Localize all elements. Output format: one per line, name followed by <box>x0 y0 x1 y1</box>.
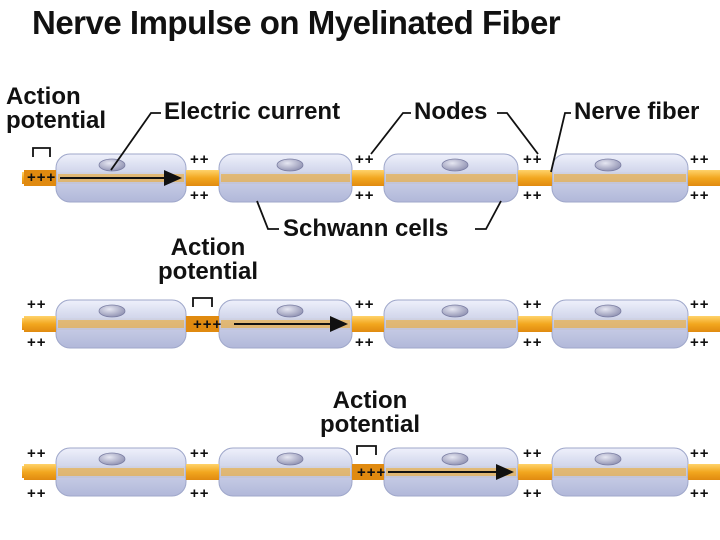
nucleus-row1-2 <box>276 158 304 172</box>
axon-through-cell-row3-4 <box>554 468 686 476</box>
label-action-potential-row2-line2: potential <box>158 258 258 285</box>
label-nodes: Nodes <box>414 98 488 125</box>
nucleus-row1-4 <box>594 158 622 172</box>
charge-end-bottom-row3: ++ <box>690 485 710 502</box>
label-action-potential-row3-line2: potential <box>320 411 420 438</box>
charge-end-top-row3: ++ <box>690 445 710 462</box>
node-row1-2 <box>186 170 219 186</box>
axon-through-cell-row1-4 <box>554 174 686 182</box>
nucleus-row3-4 <box>594 452 622 466</box>
node-active-row3-3 <box>352 464 384 480</box>
charge-node1-bottom-row1: ++ <box>190 187 210 204</box>
charge-end-top-row2: ++ <box>690 296 710 313</box>
charge-node2-bottom-row1: ++ <box>355 187 375 204</box>
charge-end-top-row1: ++ <box>690 151 710 168</box>
charge-end-bottom-row1: ++ <box>690 187 710 204</box>
charge-node1-top-row1: ++ <box>190 151 210 168</box>
diagram-title: Nerve Impulse on Myelinated Fiber <box>32 4 561 41</box>
charge-end-bottom-row2: ++ <box>690 334 710 351</box>
charge-node2-bottom-row2: ++ <box>355 334 375 351</box>
charge-node3-bottom-row2: ++ <box>523 334 543 351</box>
label-action-potential-row1-line1: Action <box>6 83 81 110</box>
charge-node1-bottom-row3: ++ <box>190 485 210 502</box>
node-row2-5 <box>688 316 720 332</box>
charge-start-top-row2: ++ <box>27 296 47 313</box>
label-schwann-cells: Schwann cells <box>283 215 449 242</box>
bracket-action-potential-row2 <box>192 297 213 307</box>
axon-through-cell-row2-1 <box>58 320 184 328</box>
node-row2-3 <box>352 316 384 332</box>
charge-node3-bottom-row1: ++ <box>523 187 543 204</box>
leader-electric-current <box>110 112 161 171</box>
leader-nodes-left <box>370 112 411 155</box>
node-row3-2 <box>186 464 219 480</box>
label-nerve-fiber: Nerve fiber <box>574 98 700 125</box>
nucleus-row2-2 <box>276 304 304 318</box>
nucleus-row2-3 <box>441 304 469 318</box>
leader-schwann-left <box>256 200 279 230</box>
node-row3-1 <box>24 464 56 480</box>
charge-start-bottom-row2: ++ <box>27 334 47 351</box>
nucleus-row3-1 <box>98 452 126 466</box>
node-row3-4 <box>518 464 552 480</box>
node-active-row2-2 <box>186 316 219 332</box>
nucleus-row1-1 <box>98 158 126 172</box>
label-electric-current: Electric current <box>164 98 341 125</box>
charge-active-row3: +++ <box>357 464 387 481</box>
charge-start-top-row3: ++ <box>27 445 47 462</box>
nucleus-row2-1 <box>98 304 126 318</box>
axon-through-cell-row3-1 <box>58 468 184 476</box>
node-active-row1-1 <box>24 170 56 186</box>
axon-through-cell-row1-2 <box>221 174 350 182</box>
charge-node2-top-row1: ++ <box>355 151 375 168</box>
nucleus-row2-4 <box>594 304 622 318</box>
bracket-action-potential-row3 <box>356 445 377 455</box>
charge-start-bottom-row3: ++ <box>27 485 47 502</box>
charge-node3-top-row2: ++ <box>523 296 543 313</box>
charge-node1-top-row3: ++ <box>190 445 210 462</box>
label-action-potential-row2-line1: Action <box>170 234 246 261</box>
axon-through-cell-row2-4 <box>554 320 686 328</box>
node-row3-5 <box>688 464 720 480</box>
nucleus-row3-2 <box>276 452 304 466</box>
label-action-potential-row3: Action potential <box>308 389 432 437</box>
label-action-potential-row1-line2: potential <box>6 107 106 134</box>
nucleus-row1-3 <box>441 158 469 172</box>
charge-active-row1: +++ <box>27 169 57 186</box>
charge-node3-bottom-row3: ++ <box>523 485 543 502</box>
label-action-potential-row2: Action potential <box>146 236 270 284</box>
charge-node2-top-row2: ++ <box>355 296 375 313</box>
node-row1-5 <box>688 170 720 186</box>
bracket-action-potential-row1 <box>32 147 51 157</box>
charge-active-row2: +++ <box>193 316 223 333</box>
axon-through-cell-row2-3 <box>386 320 516 328</box>
leader-schwann-right <box>475 200 502 230</box>
axon-through-cell-row1-3 <box>386 174 516 182</box>
node-row2-4 <box>518 316 552 332</box>
leader-nerve-fiber <box>550 112 571 173</box>
label-action-potential-row1: Action potential <box>6 85 106 133</box>
leader-nodes-right <box>497 112 539 155</box>
node-row1-4 <box>518 170 552 186</box>
charge-node3-top-row3: ++ <box>523 445 543 462</box>
charge-node3-top-row1: ++ <box>523 151 543 168</box>
label-action-potential-row3-line1: Action <box>332 387 408 414</box>
node-row2-1 <box>24 316 56 332</box>
nucleus-row3-3 <box>441 452 469 466</box>
node-row1-3 <box>352 170 384 186</box>
axon-through-cell-row3-2 <box>221 468 350 476</box>
